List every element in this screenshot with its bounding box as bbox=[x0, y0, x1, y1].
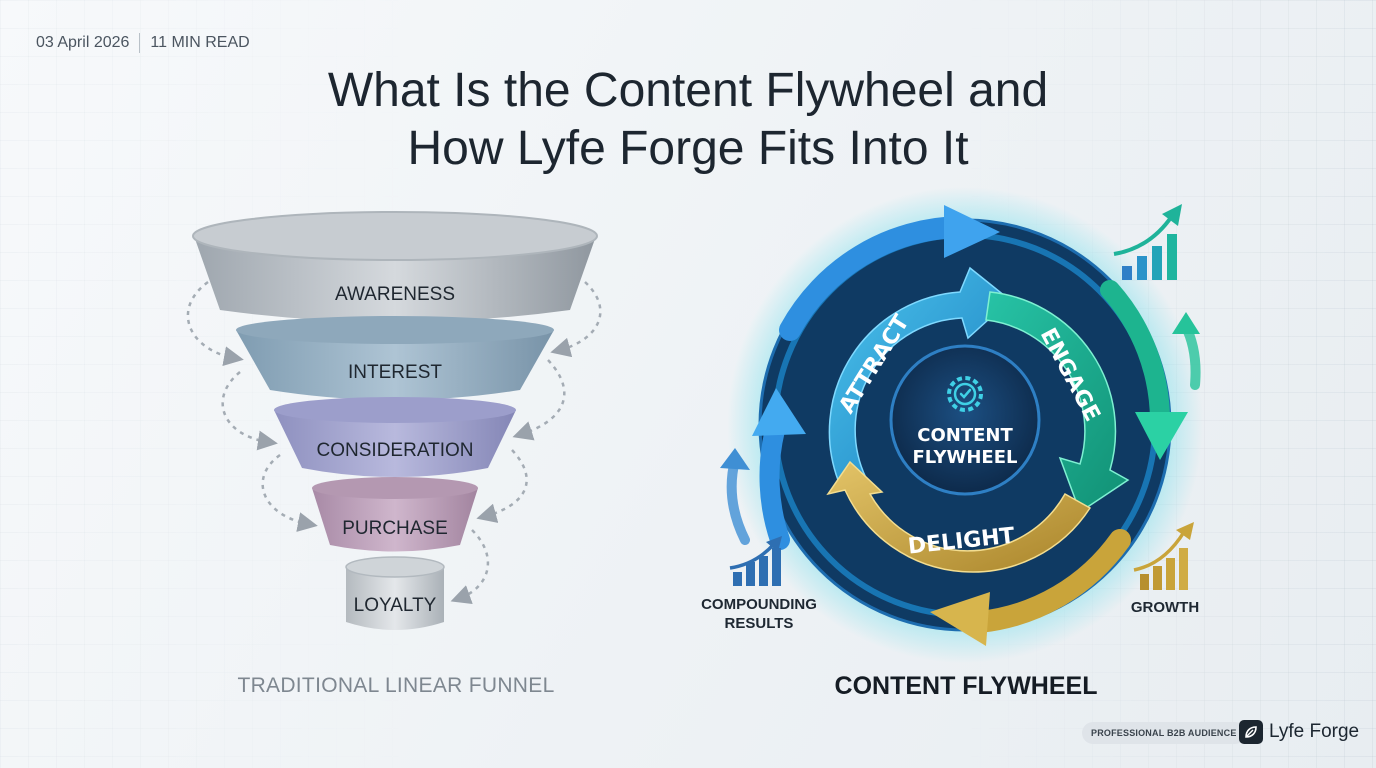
funnel-rim-loyalty bbox=[345, 556, 445, 578]
funnel-label-interest: INTEREST bbox=[348, 362, 442, 383]
outer-arrow-top bbox=[779, 216, 971, 341]
page-title: What Is the Content Flywheel and How Lyf… bbox=[0, 62, 1376, 178]
gear-check-icon bbox=[947, 376, 983, 412]
outer-arrow-bottom bbox=[969, 529, 1131, 633]
funnel-arrow-right-3 bbox=[476, 449, 528, 523]
flywheel-core bbox=[889, 344, 1041, 496]
funnel-diagram: AWARENESS INTEREST CONSIDERATION PURCHAS… bbox=[186, 211, 602, 630]
funnel-rim-awareness bbox=[192, 211, 598, 261]
funnel-stage-purchase bbox=[312, 488, 478, 552]
funnel-label-loyalty: LOYALTY bbox=[354, 595, 437, 616]
funnel-label-purchase: PURCHASE bbox=[342, 518, 448, 539]
outer-arrow-bottom-head bbox=[930, 592, 990, 646]
flywheel-diagram: CONTENT FLYWHEEL ATTRACT ENGAGE DELIGHT bbox=[720, 187, 1203, 663]
funnel-label-consideration: CONSIDERATION bbox=[317, 440, 474, 461]
side-arrow-left-head bbox=[720, 448, 750, 470]
outer-arrow-left bbox=[759, 420, 790, 550]
core-label-line-2: FLYWHEEL bbox=[913, 447, 1018, 468]
funnel-arrow-right-2 bbox=[512, 359, 566, 441]
segment-delight bbox=[826, 460, 1092, 573]
compounding-results-line-1: COMPOUNDING bbox=[701, 596, 817, 613]
funnel-arrow-right-4 bbox=[450, 529, 490, 605]
read-time: 11 MIN READ bbox=[150, 34, 250, 51]
compounding-results-label: COMPOUNDING RESULTS bbox=[690, 595, 828, 633]
outer-arrow-right bbox=[1100, 280, 1170, 430]
article-date: 03 April 2026 bbox=[36, 34, 130, 51]
side-arrow-right-head bbox=[1172, 312, 1200, 334]
growth-chart-icon-right bbox=[1133, 522, 1194, 590]
funnel-arrow-left-3 bbox=[261, 453, 318, 532]
compounding-results-line-2: RESULTS bbox=[724, 615, 794, 632]
audience-badge: PROFESSIONAL B2B AUDIENCE bbox=[1082, 722, 1246, 744]
funnel-rim-interest bbox=[236, 316, 554, 344]
brand-name: Lyfe Forge bbox=[1269, 721, 1360, 742]
title-line-2: How Lyfe Forge Fits Into It bbox=[407, 122, 969, 175]
funnel-arrow-left-2 bbox=[221, 371, 278, 451]
growth-chart-icon-top-right bbox=[1113, 204, 1182, 280]
brand-leaf-icon bbox=[1239, 720, 1263, 744]
brand-logo: Lyfe Forge bbox=[1239, 720, 1359, 744]
meta-divider bbox=[139, 33, 141, 53]
title-line-1: What Is the Content Flywheel and bbox=[327, 64, 1049, 117]
funnel-arrow-right-1 bbox=[550, 281, 602, 358]
core-label-line-1: CONTENT bbox=[917, 425, 1013, 446]
funnel-label-awareness: AWARENESS bbox=[335, 284, 455, 305]
growth-label: GROWTH bbox=[1130, 599, 1200, 616]
article-meta: 03 April 2026 11 MIN READ bbox=[36, 33, 250, 53]
funnel-stage-consideration bbox=[274, 410, 516, 477]
outer-arrow-top-head bbox=[944, 205, 1000, 258]
growth-chart-icon-left bbox=[729, 536, 782, 586]
flywheel-caption: CONTENT FLYWHEEL bbox=[834, 672, 1098, 700]
funnel-rim-consideration bbox=[274, 397, 516, 423]
segment-engage bbox=[985, 291, 1130, 514]
funnel-rim-purchase bbox=[312, 477, 478, 499]
funnel-stage-loyalty bbox=[346, 567, 444, 630]
outer-arrow-left-head bbox=[752, 388, 806, 436]
funnel-stage-interest bbox=[236, 330, 554, 400]
funnel-caption: TRADITIONAL LINEAR FUNNEL bbox=[237, 674, 555, 697]
outer-arrow-right-head bbox=[1135, 412, 1188, 460]
